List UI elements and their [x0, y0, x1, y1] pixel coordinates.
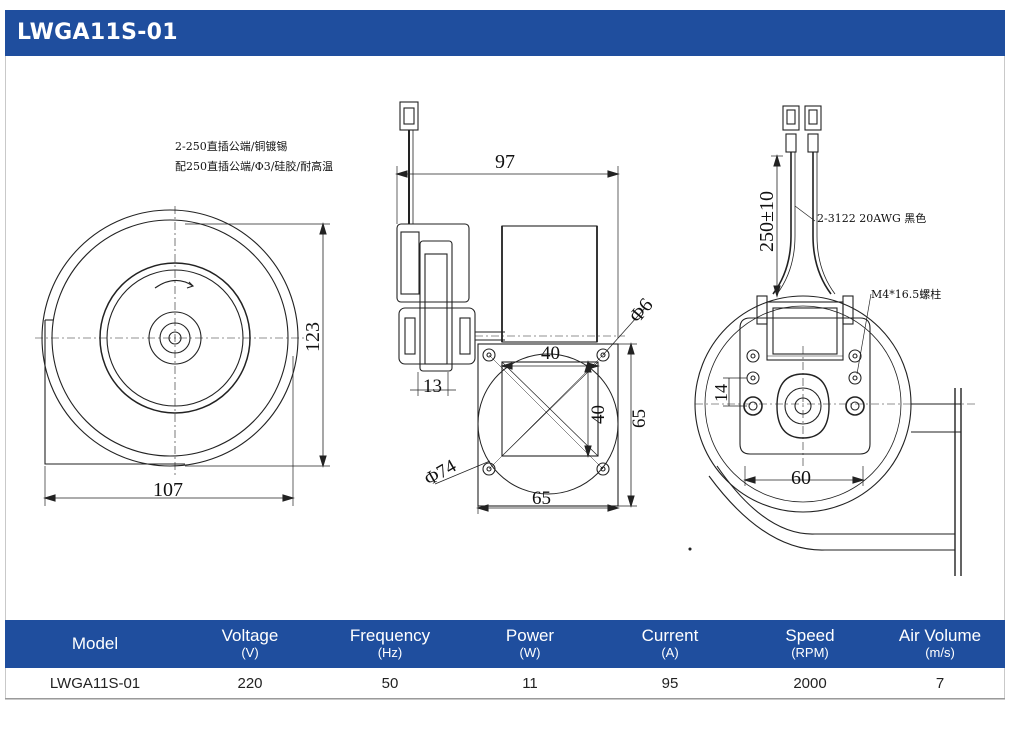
dim-height: 123 [302, 322, 324, 352]
cell-air-volume: 7 [935, 674, 945, 692]
dim-side-v: 65 [629, 409, 650, 428]
dim-width: 107 [153, 479, 183, 501]
table-row: LWGA11S-01 220 50 11 95 2000 7 [5, 668, 1005, 699]
header-voltage: Voltage (V) [221, 626, 279, 661]
dim-spacing-h: 40 [541, 343, 560, 364]
spec-table: Model Voltage (V) Frequency (Hz) Power (… [5, 620, 1005, 699]
header-current: Current (A) [641, 626, 699, 661]
dim-depth: 97 [495, 151, 515, 173]
cell-voltage: 220 [237, 674, 263, 692]
header-speed: Speed (RPM) [785, 626, 835, 661]
dim-circle: Φ74 [421, 455, 460, 490]
dim-spacing-v: 40 [588, 405, 609, 424]
dim-motor-width: 60 [791, 467, 811, 489]
title-bar: LWGA11S-01 [5, 10, 1005, 56]
dim-shaft: 13 [423, 376, 442, 397]
terminal-note-2: 配250直插公端/Φ3/硅胶/耐高温 [175, 159, 333, 173]
dim-offset: 14 [711, 384, 731, 402]
page-title: LWGA11S-01 [17, 20, 178, 45]
side-view [395, 101, 646, 514]
cell-frequency: 50 [381, 674, 399, 692]
dim-side-h: 65 [532, 488, 551, 509]
header-frequency: Frequency (Hz) [349, 626, 431, 661]
terminal-note-1: 2-250直插公端/铜镀锡 [175, 139, 287, 153]
cell-power: 11 [522, 674, 538, 692]
header-power: Power (W) [505, 626, 555, 661]
stud-note: M4*16.5螺柱 [871, 287, 941, 301]
back-view [688, 105, 975, 576]
technical-drawing: 107 123 2-250直插公端/铜镀锡 配250直插公端/Φ3/硅胶/耐高温 [5, 56, 1005, 620]
front-view [35, 206, 330, 506]
wire-note: 2-3122 20AWG 黑色 [817, 211, 926, 225]
cell-model: LWGA11S-01 [49, 674, 141, 692]
table-header: Model Voltage (V) Frequency (Hz) Power (… [5, 620, 1005, 668]
cell-current: 95 [661, 674, 679, 692]
header-model: Model [71, 634, 119, 653]
dim-hole: Φ6 [625, 294, 658, 327]
dim-lead-length: 250±10 [756, 191, 778, 252]
header-air-volume: Air Volume (m/s) [898, 626, 982, 661]
cell-speed: 2000 [793, 674, 827, 692]
